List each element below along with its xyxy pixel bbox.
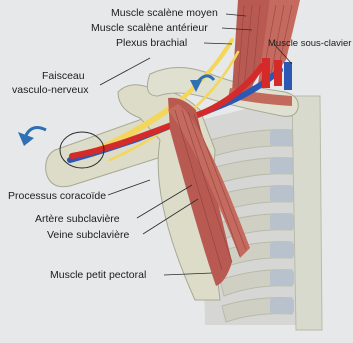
label-faisceau-line2: vasculo-nerveux <box>12 84 88 96</box>
label-muscle-petit-pectoral: Muscle petit pectoral <box>50 269 146 281</box>
label-scalene-anterieur: Muscle scalène antérieur <box>91 22 208 34</box>
label-artere-subclaviere: Artère subclavière <box>35 213 120 225</box>
label-veine-subclaviere: Veine subclavière <box>47 229 129 241</box>
rotation-arrow-left-icon <box>18 128 46 146</box>
label-faisceau-line1: Faisceau <box>42 70 85 82</box>
label-processus-coracoide: Processus coracoïde <box>8 190 106 202</box>
label-scalene-moyen: Muscle scalène moyen <box>111 7 218 19</box>
label-plexus-brachial: Plexus brachial <box>116 37 187 49</box>
label-muscle-sous-clavier: Muscle sous-clavier <box>268 38 351 50</box>
